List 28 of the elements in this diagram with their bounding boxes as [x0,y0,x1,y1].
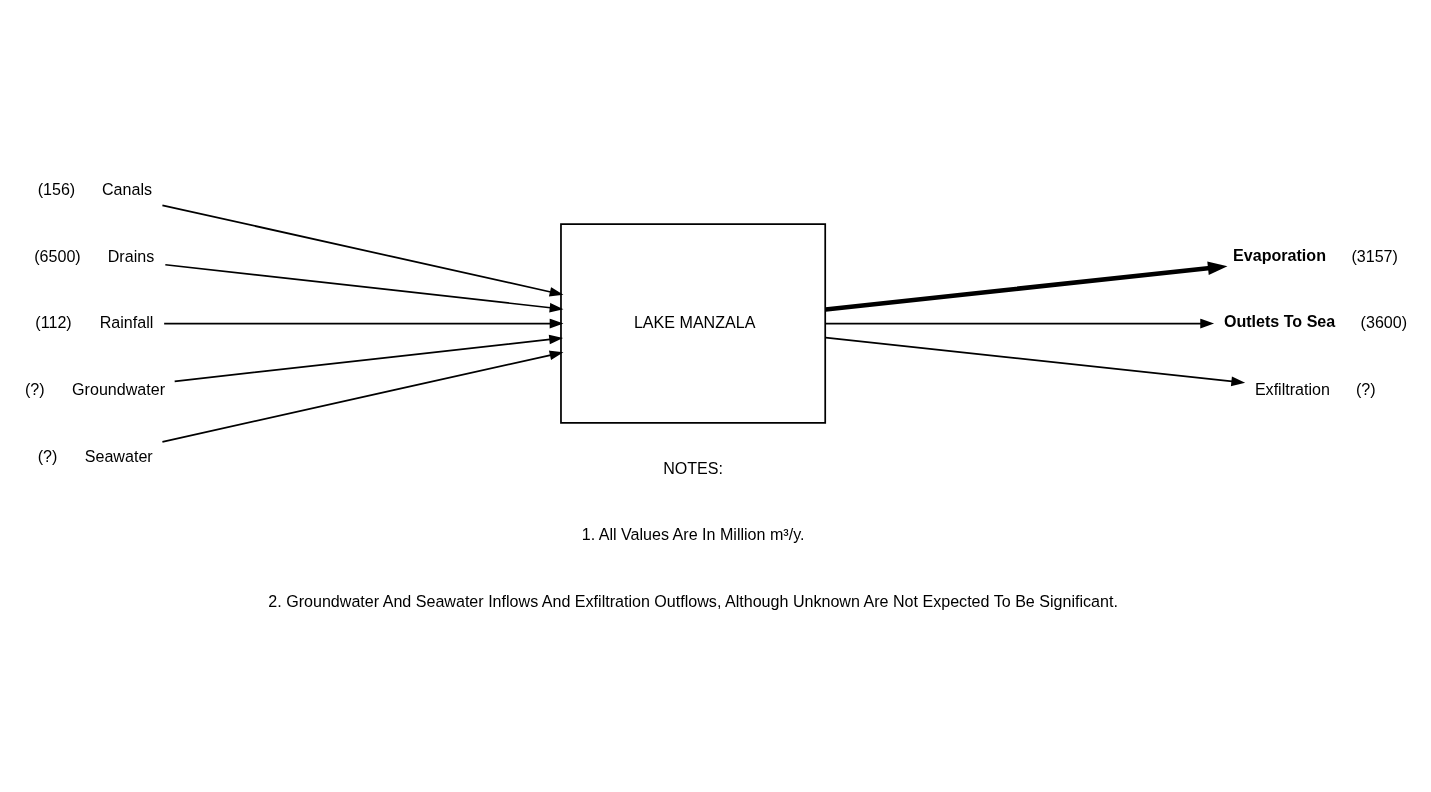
arrow [163,318,564,328]
arrow [824,336,1246,386]
node-text: Evaporation [1233,245,1326,264]
arrow [824,318,1215,328]
node-box: LAKE MANZALA [560,222,827,424]
node-label: (?) [25,379,45,398]
node-text: Drains [107,246,155,265]
node-text: Rainfall [99,312,154,331]
node-label: (112) [35,312,72,331]
node-label: (3157) [1351,246,1398,265]
node-label: (156) [37,179,76,198]
node-label: (3600) [1360,312,1408,331]
arrow [161,203,564,297]
arrow [164,263,564,312]
node-text: Canals [102,179,153,198]
node-label: (6500) [34,246,81,265]
label: 1. All Values Are In Million m³/y. [581,524,805,543]
arrow [161,350,564,443]
label: NOTES: [663,458,724,477]
node-text: Seawater [84,446,153,465]
arrow [173,334,564,382]
label: 2. Groundwater And Seawater Inflows And Exfiltration Outflows, Although Unknown Are Not Expected To Be Significant. [268,591,1118,610]
node-label: (?) [37,446,58,465]
node-text: Groundwater [72,379,166,398]
node-label: (?) [1356,379,1376,398]
arrow [825,260,1228,312]
node-text: Outlets To Sea [1223,311,1336,330]
node-text: Exfiltration [1254,379,1330,398]
